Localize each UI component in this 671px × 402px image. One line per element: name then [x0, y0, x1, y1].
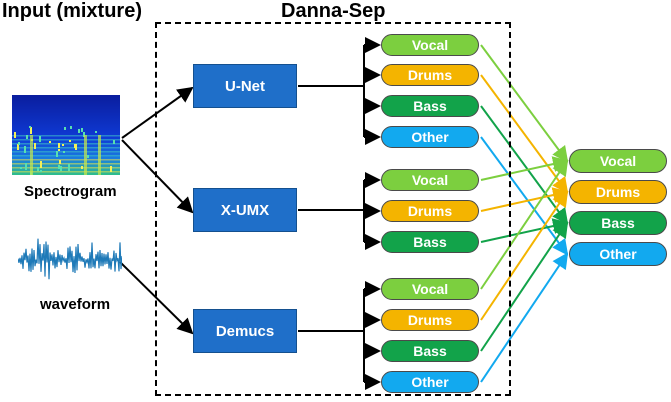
- xumx-model-box: X-UMX: [193, 188, 297, 232]
- danna-sep-frame: [155, 22, 511, 396]
- unet-drums-stem: Drums: [381, 64, 479, 86]
- unet-vocal-link: [480, 44, 569, 163]
- unet-vocal-stem: Vocal: [381, 34, 479, 56]
- unet-model-box: U-Net: [193, 64, 297, 108]
- final-vocal-output: Vocal: [569, 149, 667, 173]
- xumx-drums-stem: Drums: [381, 200, 479, 222]
- spectrogram-label: Spectrogram: [24, 183, 117, 200]
- demucs-other-link: [480, 252, 569, 383]
- demucs-vocal-stem: Vocal: [381, 278, 479, 300]
- system-title: Danna-Sep: [281, 0, 386, 22]
- spectrogram-to-unet-arrow: [121, 86, 194, 139]
- input-title: Input (mixture): [2, 0, 142, 22]
- unet-other-stem: Other: [381, 126, 479, 148]
- waveform-label: waveform: [40, 296, 111, 313]
- demucs-vocal-link: [480, 159, 569, 290]
- demucs-other-stem: Other: [381, 371, 479, 393]
- waveform-image: [18, 238, 122, 280]
- spectrogram-image: [12, 95, 120, 175]
- demucs-bass-link: [480, 221, 569, 352]
- demucs-bass-stem: Bass: [381, 340, 479, 362]
- final-drums-output: Drums: [569, 180, 667, 204]
- unet-bass-stem: Bass: [381, 95, 479, 117]
- demucs-drums-link: [480, 190, 569, 321]
- final-bass-output: Bass: [569, 211, 667, 235]
- xumx-bass-stem: Bass: [381, 231, 479, 253]
- spectrogram-to-xumx-arrow: [121, 139, 194, 214]
- final-other-output: Other: [569, 242, 667, 266]
- waveform-trace: [18, 238, 122, 280]
- demucs-drums-stem: Drums: [381, 309, 479, 331]
- demucs-model-box: Demucs: [193, 309, 297, 353]
- xumx-vocal-stem: Vocal: [381, 169, 479, 191]
